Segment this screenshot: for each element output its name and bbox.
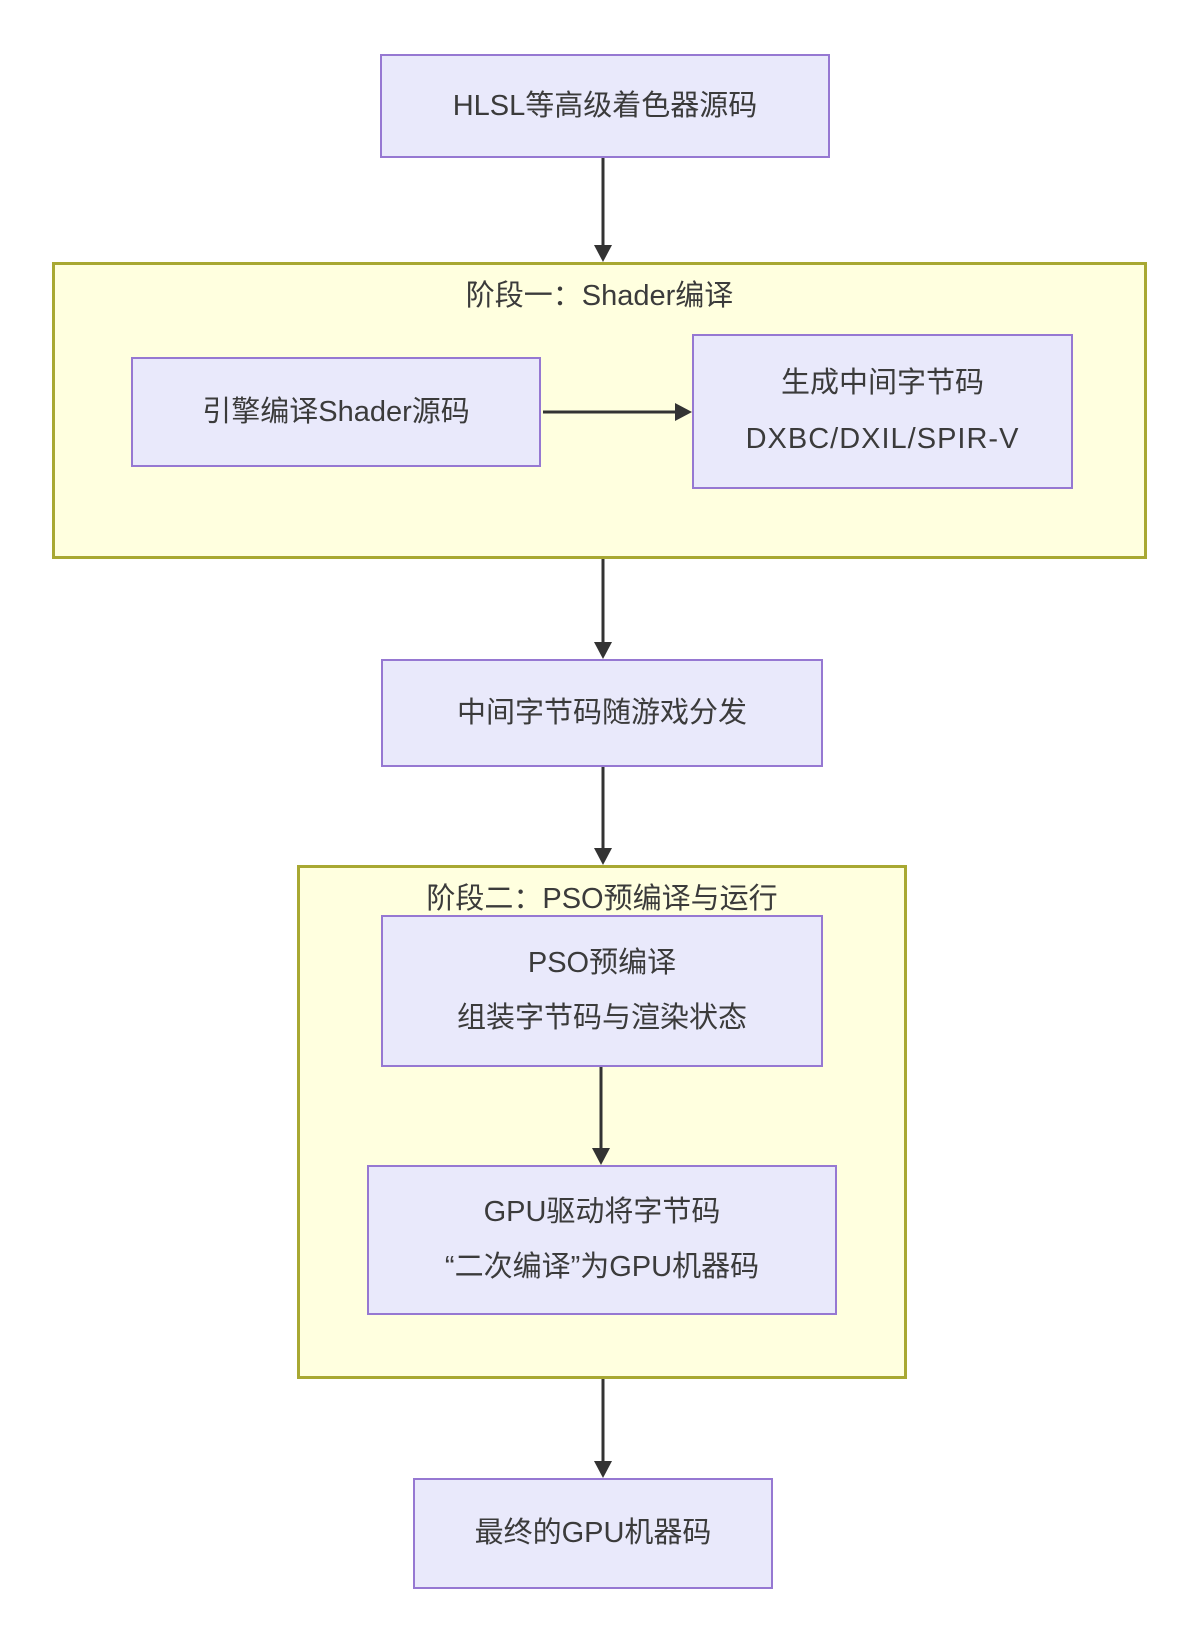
arrow-shaft [601, 1379, 605, 1464]
stage-title: 阶段二：PSO预编译与运行 [426, 883, 778, 915]
arrow-engine-to-bytecode [543, 401, 692, 423]
arrow-stage1-to-distribute [594, 559, 612, 659]
arrow-shaft [601, 559, 605, 645]
node-label: 引擎编译Shader源码 [202, 395, 470, 428]
node-label-line1: 生成中间字节码 [780, 367, 984, 400]
arrow-shaft [599, 1067, 603, 1151]
node-label-line1: GPU驱动将字节码 [483, 1195, 721, 1228]
node-label: 最终的GPU机器码 [474, 1517, 712, 1550]
node-label: HLSL等高级着色器源码 [452, 89, 758, 122]
arrow-source-to-stage1 [594, 158, 612, 262]
arrowhead-down-icon [594, 245, 612, 262]
node-label: 中间字节码随游戏分发 [456, 696, 747, 729]
node-label-line1: PSO预编译 [527, 946, 677, 979]
node-bytecode-output: 生成中间字节码 DXBC/DXIL/SPIR-V [692, 334, 1073, 489]
node-gpu-driver-compile: GPU驱动将字节码 “二次编译”为GPU机器码 [367, 1165, 837, 1315]
arrowhead-down-icon [594, 848, 612, 865]
arrow-shaft [601, 158, 605, 248]
node-label-line2: “二次编译”为GPU机器码 [444, 1251, 760, 1283]
arrowhead-right-icon [675, 403, 692, 421]
node-label-line2: 组装字节码与渲染状态 [456, 1002, 747, 1034]
node-final-machine-code: 最终的GPU机器码 [413, 1478, 773, 1589]
arrowhead-down-icon [592, 1148, 610, 1165]
node-label-line2: DXBC/DXIL/SPIR-V [745, 422, 1020, 455]
arrowhead-down-icon [594, 642, 612, 659]
node-engine-compile: 引擎编译Shader源码 [131, 357, 541, 467]
arrow-pso-to-gpudriver [592, 1067, 610, 1165]
arrow-shaft [601, 767, 605, 851]
node-hlsl-source: HLSL等高级着色器源码 [380, 54, 830, 158]
arrow-distribute-to-stage2 [594, 767, 612, 865]
node-bytecode-distribute: 中间字节码随游戏分发 [381, 659, 823, 767]
arrow-shaft [543, 410, 678, 414]
node-pso-precompile: PSO预编译 组装字节码与渲染状态 [381, 915, 823, 1067]
arrowhead-down-icon [594, 1461, 612, 1478]
stage-title: 阶段一：Shader编译 [465, 280, 734, 312]
arrow-stage2-to-final [594, 1379, 612, 1478]
